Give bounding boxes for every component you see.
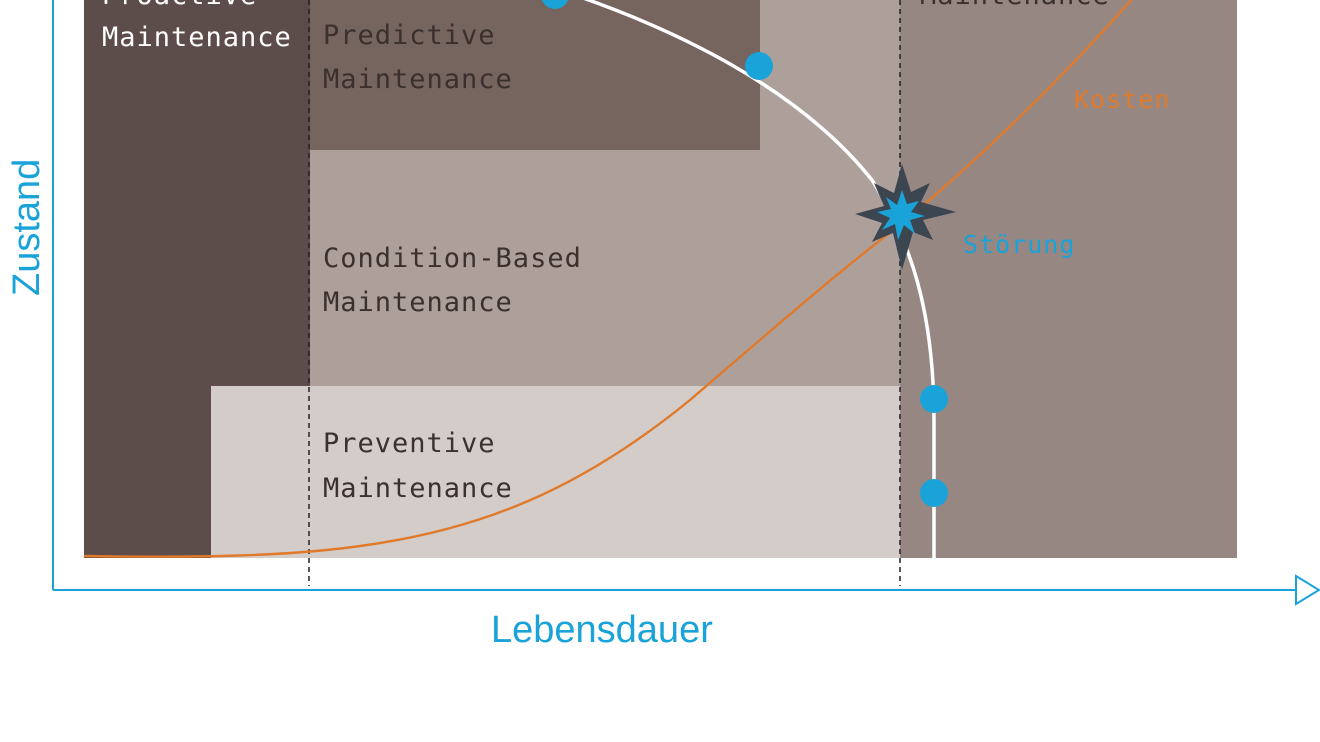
x-axis-label: Lebensdauer (491, 609, 713, 651)
marker-dot-top (541, 0, 569, 9)
condition-based-label-line1: Condition-Based (323, 243, 582, 274)
condition-curve (583, 0, 936, 558)
y-axis-label: Zustand (6, 159, 48, 296)
reactive-zone (900, 0, 1237, 558)
cost-curve (83, 0, 1133, 558)
predictive-label-line2: Maintenance (323, 64, 513, 95)
proactive-label-line1: Proactive (102, 0, 257, 11)
x-axis-arrow-icon (1295, 574, 1320, 606)
failure-burst-core-icon (877, 190, 925, 240)
failure-label: Störung (963, 230, 1075, 259)
reactive-label-line2: Maintenance (920, 0, 1110, 11)
marker-dot-predictive (745, 52, 773, 80)
predictive-zone (310, 0, 760, 150)
cost-label: Kosten (1074, 85, 1170, 114)
predictive-label-line1: Predictive (323, 20, 496, 51)
proactive-label-line2: Maintenance (102, 22, 292, 53)
preventive-label-line2: Maintenance (323, 473, 513, 504)
marker-dot-lower-2 (920, 479, 948, 507)
condition-based-label-line2: Maintenance (323, 287, 513, 318)
marker-dot-lower-1 (920, 385, 948, 413)
preventive-label-line1: Preventive (323, 428, 496, 459)
preventive-zone (211, 386, 900, 558)
